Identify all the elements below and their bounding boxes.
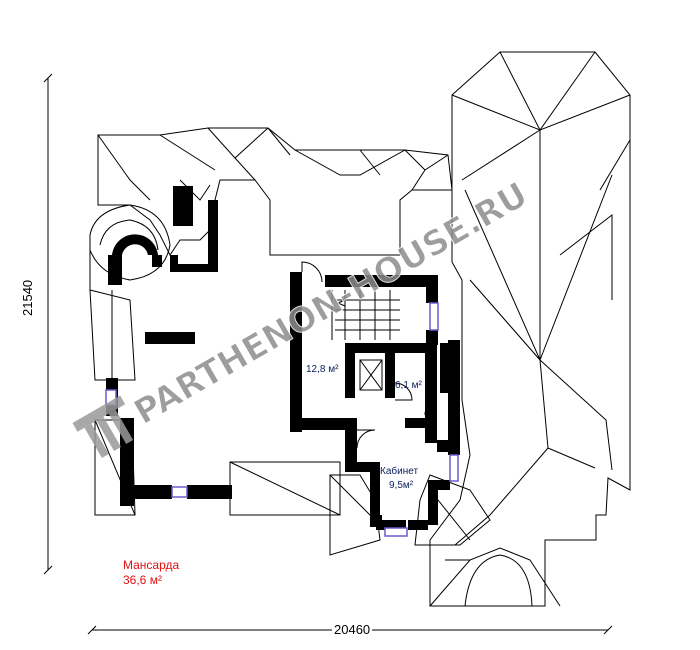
windows — [105, 302, 459, 537]
dimension-height-label: 21540 — [20, 277, 35, 318]
roof-outlines — [89, 51, 631, 607]
dimension-lines — [43, 73, 613, 635]
room-area-label-2: 6,1 м² — [395, 380, 422, 391]
room-area-label-1: 12,8 м² — [306, 364, 339, 375]
doors — [301, 261, 438, 449]
room-area-label-3: 9,5м² — [389, 480, 414, 491]
shaft — [359, 359, 383, 391]
staircase — [331, 290, 400, 340]
dimension-width-label: 20460 — [332, 622, 373, 637]
floor-area-label: 36,6 м² — [123, 573, 162, 587]
room-name-label-3: Кабинет — [380, 466, 419, 477]
floor-name-label: Мансарда — [123, 558, 180, 572]
